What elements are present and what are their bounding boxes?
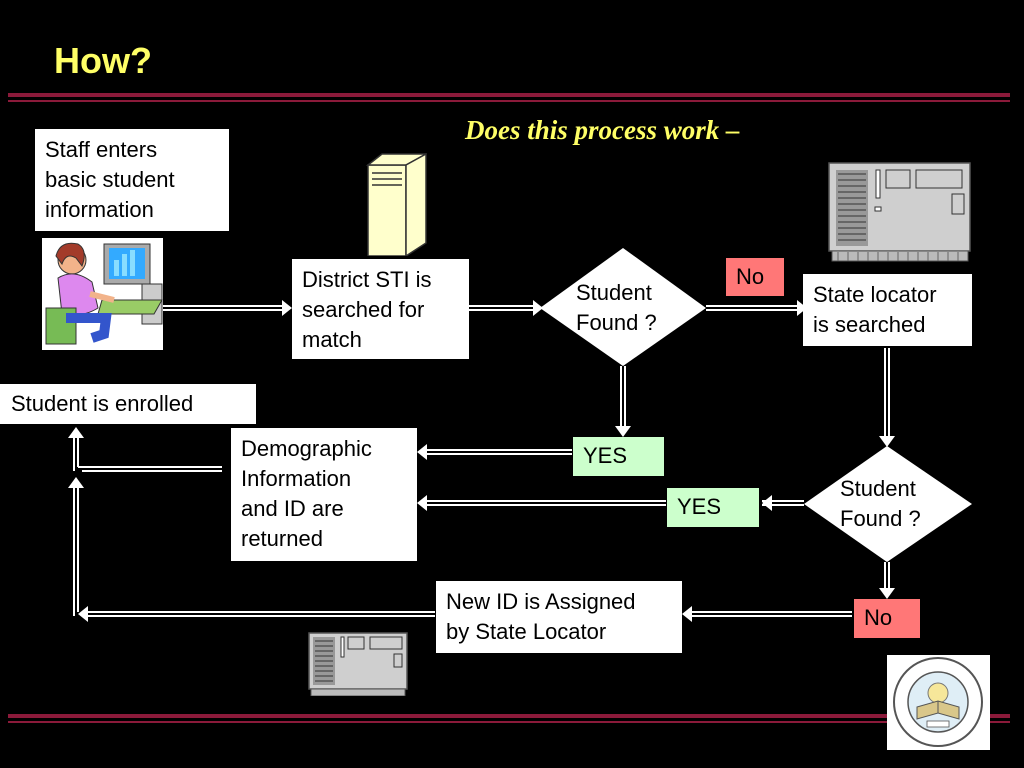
bottom-rule	[8, 714, 1010, 718]
slide-subtitle: Does this process work –	[465, 115, 740, 145]
no-tag-2: No	[854, 599, 920, 638]
student-enrolled-box: Student is enrolled	[0, 384, 256, 424]
server-tower-icon	[364, 153, 428, 256]
decision-1-label: Student Found ?	[576, 280, 657, 335]
decision-2-label: Student Found ?	[840, 476, 921, 531]
yes-tag-2: YES	[667, 488, 759, 527]
top-rule-thin	[8, 100, 1010, 102]
bottom-rule-thin	[8, 721, 1010, 723]
demographic-info-box: Demographic Information and ID are retur…	[231, 428, 417, 561]
decision-diamond-2	[804, 446, 972, 562]
yes-tag-1: YES	[573, 437, 664, 476]
no-tag-1: No	[726, 258, 784, 296]
mainframe-small-icon	[308, 632, 408, 696]
state-locator-box: State locator is searched	[803, 274, 972, 346]
decision-diamond-1	[540, 248, 706, 366]
new-id-box: New ID is Assigned by State Locator	[436, 581, 682, 653]
mainframe-icon	[828, 162, 971, 262]
slide-title: How?	[54, 40, 152, 81]
top-rule	[8, 93, 1010, 97]
state-seal-icon	[887, 655, 990, 750]
staff-enters-box: Staff enters basic student information	[35, 129, 229, 231]
district-sti-box: District STI is searched for match	[292, 259, 469, 359]
person-at-computer-icon	[42, 238, 163, 350]
